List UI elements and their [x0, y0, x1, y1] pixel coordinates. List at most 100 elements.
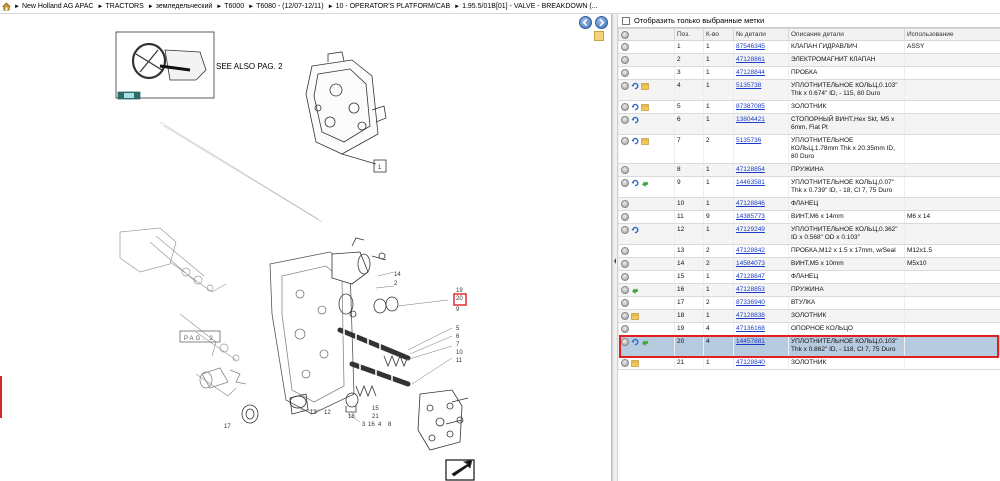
cell-part-number-text[interactable]: 47128846 — [736, 200, 765, 207]
select-all-icon[interactable] — [621, 30, 629, 39]
row-icons[interactable] — [618, 176, 675, 198]
cell-part-number[interactable]: 47128842 — [733, 244, 789, 258]
cell-part-number[interactable]: 87336940 — [733, 296, 789, 310]
alternate-part-icon[interactable] — [631, 137, 639, 145]
row-icons[interactable] — [618, 210, 675, 224]
row-icons[interactable] — [618, 283, 675, 297]
select-row-icon[interactable] — [621, 43, 629, 51]
row-icons[interactable] — [618, 66, 675, 80]
cell-part-number[interactable]: 5135736 — [733, 134, 789, 164]
row-icons[interactable] — [618, 197, 675, 211]
row-icons[interactable] — [618, 223, 675, 245]
row-icons[interactable] — [618, 322, 675, 336]
cell-part-number-text[interactable]: 5135736 — [736, 137, 762, 144]
select-row-icon[interactable] — [621, 200, 629, 208]
cell-part-number-text[interactable]: 47128838 — [736, 312, 765, 319]
header-qty[interactable]: К-во — [703, 28, 734, 41]
cell-part-number[interactable]: 14463581 — [733, 176, 789, 198]
breadcrumb-item[interactable]: ►T6080 - (12/07-12/11) — [248, 3, 324, 10]
replacement-arrow-icon[interactable] — [641, 338, 649, 346]
alternate-part-icon[interactable] — [631, 103, 639, 111]
package-icon[interactable] — [641, 82, 649, 90]
row-icons[interactable] — [618, 270, 675, 284]
header-desc[interactable]: Описание детали — [788, 28, 905, 41]
cell-part-number[interactable]: 14584073 — [733, 257, 789, 271]
cell-part-number-text[interactable]: 47129249 — [736, 226, 765, 233]
row-icons[interactable] — [618, 100, 675, 114]
row-icons[interactable] — [618, 309, 675, 323]
cell-part-number-text[interactable]: 13804421 — [736, 116, 765, 123]
cell-part-number[interactable]: 47128844 — [733, 66, 789, 80]
breadcrumb-item[interactable]: ►земледельческий — [148, 3, 213, 10]
cell-part-number-text[interactable]: 47136168 — [736, 325, 765, 332]
select-row-icon[interactable] — [621, 213, 629, 221]
cell-part-number-text[interactable]: 47128844 — [736, 69, 765, 76]
alternate-part-icon[interactable] — [631, 116, 639, 124]
replacement-arrow-icon[interactable] — [641, 179, 649, 187]
home-icon[interactable] — [2, 2, 11, 11]
row-icons[interactable] — [618, 335, 675, 357]
breadcrumb-item[interactable]: ►T6000 — [216, 3, 244, 10]
alternate-part-icon[interactable] — [631, 179, 639, 187]
select-row-icon[interactable] — [621, 286, 629, 294]
select-row-icon[interactable] — [621, 299, 629, 307]
cell-part-number[interactable]: 14457881 — [733, 335, 789, 357]
cell-part-number-text[interactable]: 47128853 — [736, 286, 765, 293]
row-icons[interactable] — [618, 53, 675, 67]
select-row-icon[interactable] — [621, 359, 629, 367]
select-row-icon[interactable] — [621, 226, 629, 234]
select-row-icon[interactable] — [621, 82, 629, 90]
select-row-icon[interactable] — [621, 166, 629, 174]
replacement-arrow-icon[interactable] — [631, 286, 639, 294]
back-button[interactable] — [579, 16, 592, 29]
package-icon[interactable] — [641, 137, 649, 145]
cell-part-number-text[interactable]: 87387085 — [736, 103, 765, 110]
select-row-icon[interactable] — [621, 312, 629, 320]
select-row-icon[interactable] — [621, 56, 629, 64]
cell-part-number[interactable]: 47128847 — [733, 270, 789, 284]
breadcrumb-item[interactable]: ►10 - OPERATOR'S PLATFORM/CAB — [328, 3, 450, 10]
forward-button[interactable] — [595, 16, 608, 29]
cell-part-number-text[interactable]: 47128861 — [736, 56, 765, 63]
cell-part-number-text[interactable]: 87336940 — [736, 299, 765, 306]
header-pos[interactable]: Поз. — [674, 28, 704, 41]
select-row-icon[interactable] — [621, 247, 629, 255]
header-usage[interactable]: Использование — [904, 28, 1000, 41]
show-selected-checkbox[interactable] — [622, 16, 630, 25]
cell-part-number-text[interactable]: 47128840 — [736, 359, 765, 366]
package-icon[interactable] — [641, 103, 649, 111]
cell-part-number-text[interactable]: 47128854 — [736, 166, 765, 173]
breadcrumb-item[interactable]: ►1.95.5/01B[01] - VALVE - BREAKDOWN (... — [454, 3, 597, 10]
alternate-part-icon[interactable] — [631, 82, 639, 90]
select-row-icon[interactable] — [621, 137, 629, 145]
cell-part-number[interactable]: 47128861 — [733, 53, 789, 67]
cell-part-number[interactable]: 47129249 — [733, 223, 789, 245]
cell-part-number-text[interactable]: 5135738 — [736, 82, 762, 89]
cell-part-number-text[interactable]: 14385773 — [736, 213, 765, 220]
cell-part-number[interactable]: 47136168 — [733, 322, 789, 336]
row-icons[interactable] — [618, 257, 675, 271]
cell-part-number[interactable]: 13804421 — [733, 113, 789, 135]
pane-splitter[interactable] — [612, 14, 618, 481]
row-icons[interactable] — [618, 244, 675, 258]
breadcrumb-item[interactable]: ►TRACTORS — [97, 3, 143, 10]
select-row-icon[interactable] — [621, 260, 629, 268]
select-row-icon[interactable] — [621, 338, 629, 346]
select-row-icon[interactable] — [621, 273, 629, 281]
row-icons[interactable] — [618, 356, 675, 370]
